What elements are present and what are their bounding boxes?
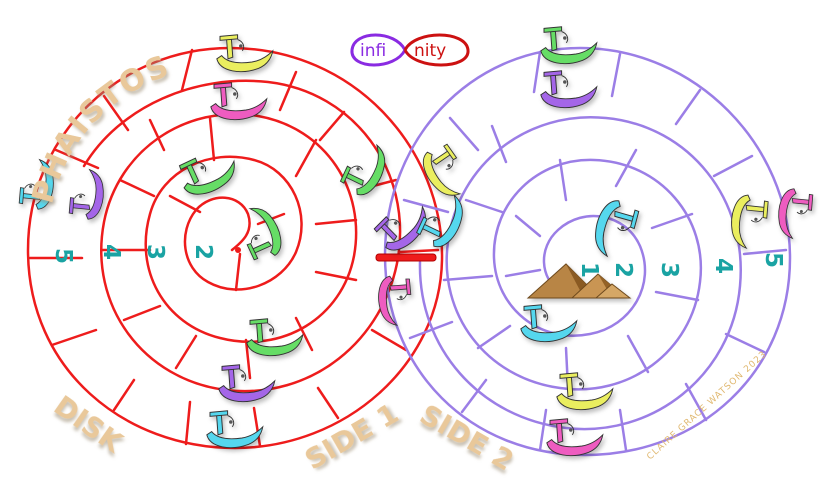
side2-ring-number: 3 bbox=[656, 262, 682, 278]
side1-ring-numbers: 5 4 3 2 bbox=[50, 244, 216, 264]
side2-ring-number: 5 bbox=[760, 252, 786, 268]
phaistos-boat-glyph[interactable] bbox=[218, 364, 276, 403]
phaistos-boat-glyph[interactable] bbox=[216, 34, 274, 73]
logo-text-left: infi bbox=[360, 41, 386, 61]
side1-ring-number: 3 bbox=[142, 244, 168, 260]
spiral-center-icon bbox=[235, 247, 241, 253]
logo-text-right: nity bbox=[414, 41, 446, 61]
side1-label: SIDE 1 bbox=[299, 396, 404, 476]
infinity-junction-bar bbox=[375, 253, 437, 262]
side2-disk bbox=[383, 46, 792, 457]
phaistos-boat-glyph[interactable] bbox=[587, 195, 642, 263]
disk-label: DISK bbox=[48, 389, 130, 460]
phaistos-boat-glyph[interactable] bbox=[413, 186, 473, 253]
phaistos-boat-glyph[interactable] bbox=[540, 26, 598, 65]
side2-spiral bbox=[418, 115, 742, 431]
phaistos-boat-glyph[interactable] bbox=[210, 82, 268, 121]
phaistos-boat-glyph[interactable] bbox=[66, 166, 109, 222]
side1-ring-number: 4 bbox=[98, 244, 124, 260]
pyramids-icon bbox=[526, 263, 632, 299]
side1-spiral bbox=[82, 79, 402, 393]
side1-disk bbox=[26, 46, 444, 450]
phaistos-boat-glyph[interactable] bbox=[175, 145, 242, 201]
phaistos-boat-glyph[interactable] bbox=[337, 137, 395, 201]
side1-dividers bbox=[28, 48, 440, 448]
side2-ring-outer bbox=[383, 46, 792, 457]
phaistos-boat-glyph[interactable] bbox=[546, 418, 604, 457]
side2-ring-numbers: 1 2 3 4 5 bbox=[576, 252, 786, 278]
phaistos-boat-glyph[interactable] bbox=[235, 201, 287, 264]
infinity-logo: infi nity bbox=[350, 33, 470, 67]
side2-dividers bbox=[402, 50, 788, 452]
side1-ring-outer bbox=[26, 46, 444, 450]
phaistos-boat-glyph[interactable] bbox=[416, 140, 474, 205]
side2-ring-number: 1 bbox=[576, 262, 602, 278]
phaistos-boat-glyph[interactable] bbox=[540, 70, 598, 109]
side2-ring-number: 4 bbox=[710, 258, 736, 274]
side1-ring-number: 5 bbox=[50, 248, 76, 264]
phaistos-boat-glyph[interactable] bbox=[726, 192, 771, 252]
phaistos-boat-glyph[interactable] bbox=[246, 318, 304, 357]
phaistos-boat-glyph[interactable] bbox=[556, 372, 614, 411]
side2-ring-number: 2 bbox=[610, 262, 636, 278]
side1-ring-number: 2 bbox=[190, 244, 216, 260]
